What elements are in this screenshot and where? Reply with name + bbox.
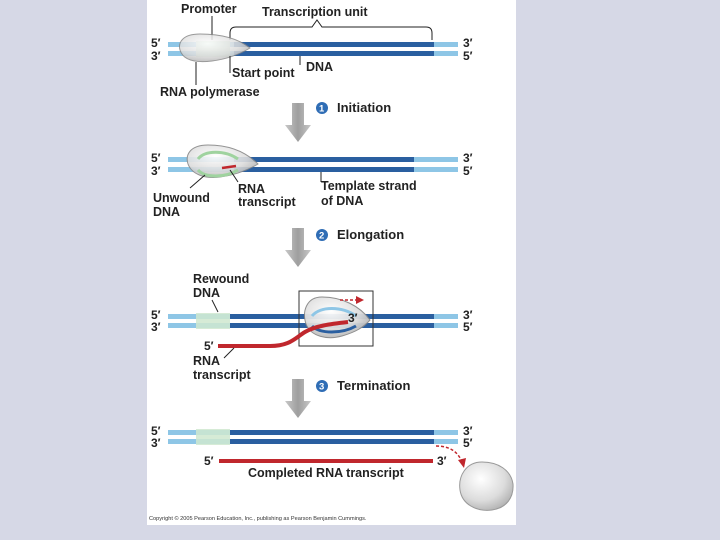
promoter-region-3: [196, 313, 230, 329]
unwound-label-1: Unwound: [153, 191, 210, 205]
down-arrow-3: [285, 379, 311, 418]
end-5-bottom: 5′: [463, 49, 473, 63]
release-arrowhead: [458, 458, 466, 468]
end-3-top-2: 3′: [463, 151, 473, 165]
rewound-label-1: Rewound: [193, 272, 249, 286]
completed-rna-strand: [219, 459, 433, 463]
completed-rna-3-end: 3′: [437, 454, 447, 468]
dna-strand-bottom-unit: [234, 51, 434, 56]
polymerase-initiation: [186, 144, 259, 178]
end-5-top-4: 5′: [151, 424, 161, 438]
completed-rna-label: Completed RNA transcript: [248, 466, 405, 480]
rna-3-end: 3′: [348, 311, 358, 325]
unwound-top-strand: [196, 150, 239, 161]
step-3-label: Termination: [337, 378, 410, 393]
dna-strand-bottom-4-unit: [230, 439, 434, 444]
step-3-number: 3: [319, 382, 324, 393]
unwound-bottom-strand: [196, 168, 239, 178]
rna-initial: [221, 164, 237, 170]
step-3-badge: [316, 380, 328, 392]
released-polymerase: [459, 461, 514, 511]
end-3-top: 3′: [463, 36, 473, 50]
dna-strand-bottom-2-unit: [234, 167, 414, 172]
start-point-label: Start point: [232, 66, 295, 80]
end-3-bottom: 3′: [151, 49, 161, 63]
unwound-pointer: [189, 174, 206, 189]
promoter-region-4: [196, 429, 230, 445]
rewound-label-2: DNA: [193, 286, 220, 300]
transcription-unit-bracket: [229, 19, 433, 40]
dna-strand-top-4-unit: [230, 430, 434, 435]
end-5-top: 5′: [151, 36, 161, 50]
step-1-number: 1: [319, 104, 325, 115]
rna-polymerase-shape: [179, 33, 251, 63]
end-5-top-2: 5′: [151, 151, 161, 165]
dna-strand-top-unit: [234, 42, 434, 47]
end-5-bottom-3: 5′: [463, 320, 473, 334]
stage-initiation: 5′ 3′ 3′ 5′ Unwound DNA RNA transcript T…: [151, 144, 473, 219]
end-3-top-3: 3′: [463, 308, 473, 322]
rna-transcript-pointer: [229, 169, 239, 183]
rna-transcript-b-pointer: [223, 347, 235, 359]
template-label-2: of DNA: [321, 194, 363, 208]
end-5-top-3: 5′: [151, 308, 161, 322]
step-initiation: 1 Initiation: [285, 100, 391, 142]
rna-transcript-label-2: transcript: [238, 195, 296, 209]
end-3-bottom-3: 3′: [151, 320, 161, 334]
step-2-label: Elongation: [337, 227, 404, 242]
end-3-top-4: 3′: [463, 424, 473, 438]
down-arrow-2: [285, 228, 311, 267]
step-2-badge: [316, 229, 328, 241]
transcription-unit-label: Transcription unit: [262, 5, 368, 19]
end-3-bottom-2: 3′: [151, 164, 161, 178]
down-arrow-1: [285, 103, 311, 142]
rna-transcript-elongating: [218, 320, 349, 348]
completed-rna-5-end: 5′: [204, 454, 214, 468]
end-5-bottom-4: 5′: [463, 436, 473, 450]
copyright-text: Copyright © 2005 Pearson Education, Inc.…: [149, 515, 367, 522]
rewound-pointer: [211, 299, 219, 313]
dna-label: DNA: [306, 60, 333, 74]
step-elongation: 2 Elongation: [285, 227, 404, 267]
end-3-bottom-4: 3′: [151, 436, 161, 450]
end-5-bottom-2: 5′: [463, 164, 473, 178]
unwound-label-2: DNA: [153, 205, 180, 219]
step-1-badge: [316, 102, 328, 114]
open-top-strand: [310, 307, 357, 318]
rna-transcript-b-label-1: RNA: [193, 354, 220, 368]
rna-transcript-label-1: RNA: [238, 182, 265, 196]
rna-transcript-b-label-2: transcript: [193, 368, 251, 382]
stage-promoter: Promoter Transcription unit 5′ 3′ 3′ 5′ …: [151, 2, 473, 99]
stage-termination: 5′ 3′ 3′ 5′ 5′ 3′ Completed RNA transcri…: [149, 424, 514, 522]
stage-elongation: Rewound DNA 3′ 5′ 5′ 3′ 3′ 5′ RNA transc…: [151, 272, 473, 382]
elongation-zoom-box: [298, 290, 374, 347]
step-2-number: 2: [319, 231, 324, 242]
dna-strand-top-2-unit: [234, 157, 414, 162]
step-1-label: Initiation: [337, 100, 391, 115]
rna-5-end: 5′: [204, 339, 214, 353]
template-label-1: Template strand: [321, 179, 417, 193]
direction-arrowhead: [356, 296, 364, 304]
step-termination: 3 Termination: [285, 378, 410, 418]
promoter-label: Promoter: [181, 2, 237, 16]
rna-polymerase-label: RNA polymerase: [160, 85, 260, 99]
